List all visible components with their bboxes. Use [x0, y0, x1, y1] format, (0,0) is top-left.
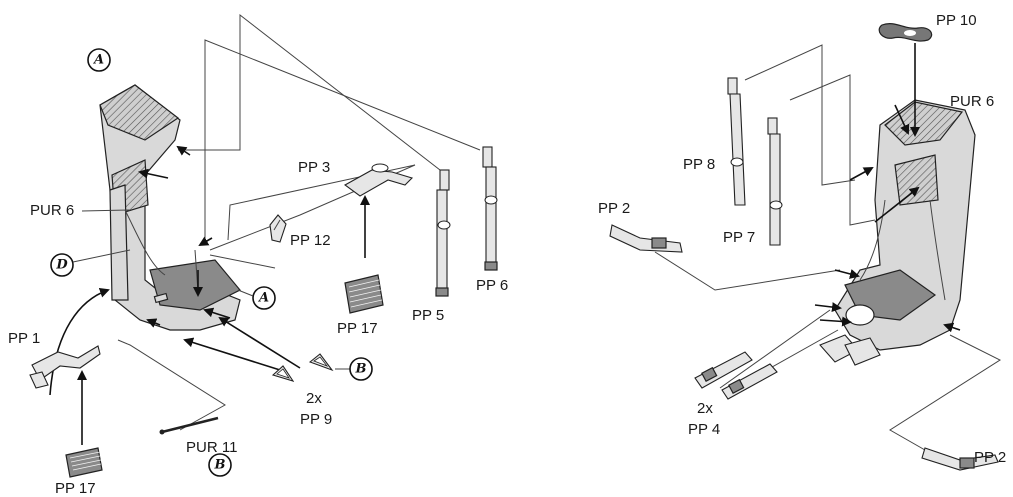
- label-pp17-left: PP 17: [55, 480, 96, 497]
- label-pp2-top: PP 2: [598, 200, 630, 217]
- label-pp2-bottom: PP 2: [974, 449, 1006, 466]
- pp4-straps: [694, 351, 778, 400]
- svg-text:A: A: [92, 53, 104, 68]
- label-pp1: PP 1: [8, 330, 40, 347]
- svg-text:A: A: [257, 291, 269, 306]
- pp12-part: [269, 214, 287, 243]
- pp10-part: [878, 23, 933, 42]
- label-pp4-qty: 2x: [697, 400, 713, 417]
- pp3-part: [343, 163, 414, 258]
- label-pur11: PUR 11: [186, 439, 237, 456]
- pp2-top-strap: [609, 224, 683, 253]
- label-pur6-right: PUR 6: [950, 93, 994, 110]
- label-pp9-qty: 2x: [306, 390, 322, 407]
- label-pp17-mid: PP 17: [337, 320, 378, 337]
- marker-b-right: B: [349, 357, 373, 381]
- left-leader-wires: [117, 13, 481, 431]
- label-pp4: PP 4: [688, 421, 720, 438]
- pp2-bottom-strap: [921, 447, 999, 471]
- left-assembly: A D A B B PUR 6 PP 1 PP 17 PUR 11 2x PP …: [8, 13, 508, 497]
- pp17-mid-part: [344, 274, 384, 314]
- right-shell-arrows: [814, 43, 961, 333]
- label-pur6-left: PUR 6: [30, 202, 74, 219]
- label-pp6: PP 6: [476, 277, 508, 294]
- label-pp7: PP 7: [723, 229, 755, 246]
- marker-d: D: [50, 249, 131, 277]
- label-pp3: PP 3: [298, 159, 330, 176]
- pp6-strap: [482, 146, 498, 271]
- pp8-strap: [727, 77, 746, 206]
- label-pp5: PP 5: [412, 307, 444, 324]
- label-pp10: PP 10: [936, 12, 977, 29]
- pp1-part: [29, 287, 110, 396]
- right-assembly: PP 10 PUR 6 PP 8 PP 7 PP 2 2x PP 4 PP 2: [598, 12, 1006, 471]
- label-pp9: PP 9: [300, 411, 332, 428]
- marker-a-top: A: [87, 48, 111, 72]
- label-pp12: PP 12: [290, 232, 331, 249]
- pur11-rod: [159, 416, 219, 435]
- pp17-left-part: [65, 370, 103, 478]
- left-shell-arrows: [138, 145, 301, 371]
- seat-shell-left: [99, 84, 241, 331]
- pp9-rings: [271, 353, 350, 382]
- marker-b-bottom: B: [208, 453, 232, 477]
- svg-text:D: D: [55, 258, 68, 273]
- pp7-strap: [767, 117, 783, 246]
- marker-a-mid: A: [237, 286, 276, 310]
- svg-text:B: B: [214, 458, 226, 473]
- pp5-strap: [435, 169, 451, 297]
- seat-shell-right: [819, 99, 976, 366]
- label-pp8: PP 8: [683, 156, 715, 173]
- svg-text:B: B: [355, 362, 367, 377]
